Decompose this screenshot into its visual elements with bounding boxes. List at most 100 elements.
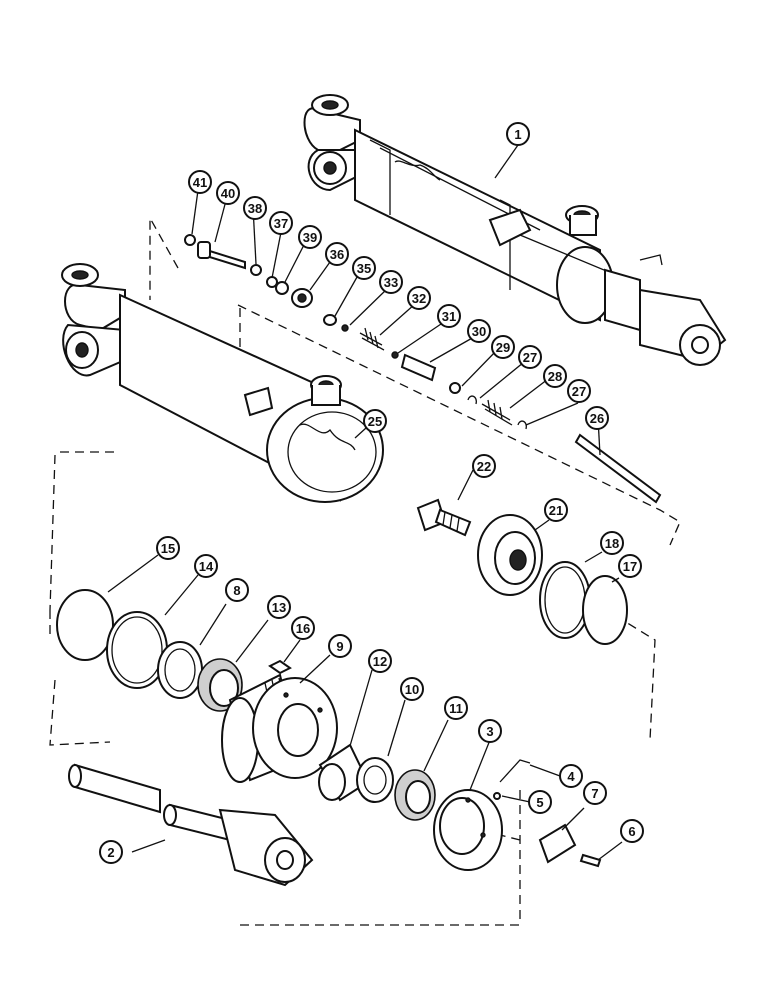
callout-circle: [518, 345, 542, 369]
callout-label: 2: [107, 845, 114, 860]
part-26-pin: [574, 433, 662, 504]
callout-41: 41: [188, 170, 212, 194]
callout-circle: [363, 409, 387, 433]
callout-label: 25: [368, 414, 382, 429]
callout-16: 16: [291, 616, 315, 640]
callout-circle: [216, 181, 240, 205]
callout-30: 30: [467, 319, 491, 343]
callout-circle: [559, 764, 583, 788]
callout-label: 3: [486, 724, 493, 739]
part-2-rod: [68, 763, 314, 887]
callout-label: 1: [514, 127, 521, 142]
callout-label: 21: [549, 503, 563, 518]
part-4-key: [499, 759, 531, 783]
callout-label: 13: [272, 600, 286, 615]
callout-circle: [528, 790, 552, 814]
callout-label: 22: [477, 459, 491, 474]
callout-11: 11: [444, 696, 468, 720]
part-39-ring: [275, 281, 289, 295]
callout-circle: [225, 578, 249, 602]
piston-group-outline: [49, 599, 656, 746]
seal-group-outline: [49, 451, 120, 640]
callout-circle: [291, 616, 315, 640]
callout-circle: [269, 211, 293, 235]
callout-26: 26: [585, 406, 609, 430]
callout-label: 28: [548, 369, 562, 384]
part-6-screw: [579, 853, 602, 868]
callout-12: 12: [368, 649, 392, 673]
callout-circle: [544, 498, 568, 522]
callout-label: 27: [523, 350, 537, 365]
callout-circle: [188, 170, 212, 194]
callout-circle: [567, 379, 591, 403]
callout-32: 32: [407, 286, 431, 310]
callout-17: 17: [618, 554, 642, 578]
callout-27b: 27: [567, 379, 591, 403]
callout-label: 17: [623, 559, 637, 574]
rod-group-outline: [240, 790, 521, 926]
callout-label: 15: [161, 541, 175, 556]
callout-circle: [618, 554, 642, 578]
callout-18: 18: [600, 531, 624, 555]
callout-circle: [298, 225, 322, 249]
assembled-cylinder: [303, 94, 727, 366]
callout-circle: [156, 536, 180, 560]
part-32-spring: [359, 327, 385, 351]
part-29-o-ring: [449, 382, 461, 394]
bolt-and-piston: [416, 498, 543, 596]
valve-parts: [184, 234, 662, 504]
callout-circle: [368, 649, 392, 673]
callout-circle: [99, 840, 123, 864]
callout-circle: [478, 719, 502, 743]
callout-33: 33: [379, 270, 403, 294]
part-27-clip-a: [467, 395, 477, 405]
callout-label: 27: [572, 384, 586, 399]
part-35-seal: [323, 314, 337, 326]
callout-label: 36: [330, 247, 344, 262]
callout-label: 14: [199, 559, 214, 574]
callout-label: 18: [605, 536, 619, 551]
callout-label: 9: [336, 639, 343, 654]
valve-parts-outline: [237, 304, 681, 546]
callout-37: 37: [269, 211, 293, 235]
callout-31: 31: [437, 304, 461, 328]
part-27-clip-b: [517, 420, 527, 430]
callout-circle: [620, 819, 644, 843]
callout-9: 9: [328, 634, 352, 658]
callout-circle: [325, 242, 349, 266]
part-16-plug: [268, 659, 292, 675]
callout-label: 26: [590, 411, 604, 426]
callout-label: 37: [274, 216, 288, 231]
callout-circle: [328, 634, 352, 658]
part-10-ring: [356, 757, 394, 803]
callout-label: 16: [296, 621, 310, 636]
callout-label: 41: [193, 175, 207, 190]
callout-5: 5: [528, 790, 552, 814]
callout-label: 12: [373, 654, 387, 669]
callout-3: 3: [478, 719, 502, 743]
callout-circle: [437, 304, 461, 328]
callout-1: 1: [506, 122, 530, 146]
callout-circle: [543, 364, 567, 388]
part-38-washer: [250, 264, 262, 276]
callout-2: 2: [99, 840, 123, 864]
callout-circle: [407, 286, 431, 310]
part-31-ball: [391, 351, 399, 359]
part-7-lock: [538, 823, 577, 864]
callout-label: 4: [567, 769, 575, 784]
callout-label: 31: [442, 309, 456, 324]
callout-circle: [400, 677, 424, 701]
callout-40: 40: [216, 181, 240, 205]
callout-label: 30: [472, 324, 486, 339]
callout-circle: [491, 335, 515, 359]
callout-label: 40: [221, 186, 235, 201]
callout-label: 6: [628, 824, 635, 839]
callout-21: 21: [544, 498, 568, 522]
callout-28: 28: [543, 364, 567, 388]
callout-36: 36: [325, 242, 349, 266]
callout-circle: [583, 781, 607, 805]
callout-27a: 27: [518, 345, 542, 369]
part-30-sleeve: [400, 353, 437, 382]
